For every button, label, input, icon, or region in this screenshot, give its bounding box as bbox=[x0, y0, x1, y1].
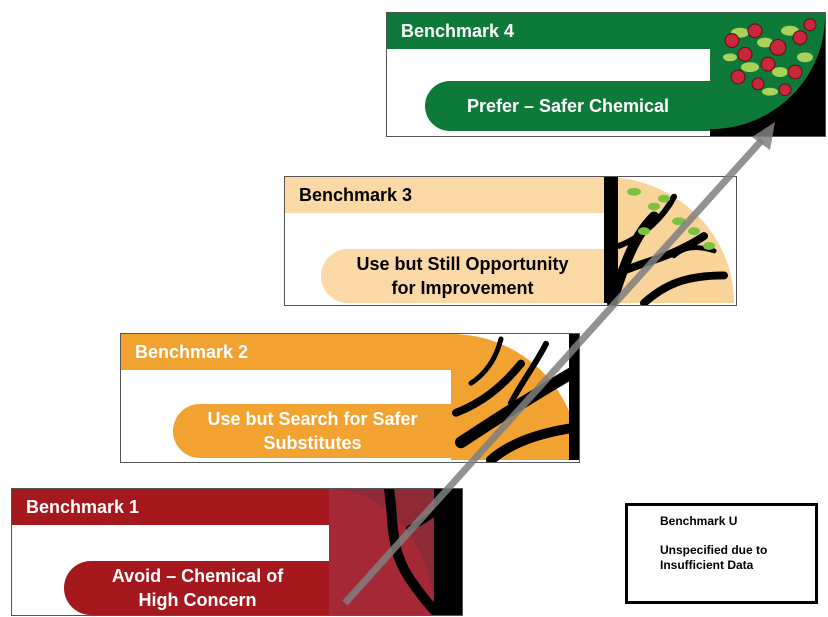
benchmark-2-pill-line1: Use but Search for Safer bbox=[207, 409, 418, 429]
benchmark-2-pill: Use but Search for Safer Substitutes bbox=[173, 404, 452, 458]
benchmark-4-tree-icon bbox=[710, 13, 825, 136]
benchmark-1-tree-icon bbox=[329, 489, 462, 615]
benchmark-2-tree-icon bbox=[451, 334, 579, 462]
benchmark-3-header: Benchmark 3 bbox=[285, 177, 604, 213]
benchmark-1-card: Benchmark 1 Avoid – Chemical of High Con… bbox=[11, 488, 463, 616]
benchmark-4-pill: Prefer – Safer Chemical bbox=[425, 81, 711, 131]
benchmark-u-legend: Benchmark U Unspecified due to Insuffici… bbox=[625, 503, 818, 604]
benchmark-3-tree-icon bbox=[604, 177, 736, 305]
benchmark-3-card: Benchmark 3 Use but Still Opportunity fo… bbox=[284, 176, 737, 306]
benchmark-2-card: Benchmark 2 Use but Search for Safer Sub… bbox=[120, 333, 580, 463]
benchmark-4-pill-text: Prefer – Safer Chemical bbox=[466, 96, 670, 116]
legend-line2: Insufficient Data bbox=[660, 558, 754, 572]
legend-line1: Unspecified due to bbox=[660, 543, 768, 557]
legend-title: Benchmark U bbox=[660, 514, 738, 528]
benchmark-1-header: Benchmark 1 bbox=[12, 489, 331, 525]
benchmark-4-card: Benchmark 4 Prefer – Safer Chemical bbox=[386, 12, 826, 137]
benchmark-1-pill-line2: High Concern bbox=[138, 590, 257, 610]
benchmark-1-pill-line1: Avoid – Chemical of bbox=[111, 566, 284, 586]
benchmark-3-pill-line1: Use but Still Opportunity bbox=[356, 254, 569, 274]
benchmark-4-header: Benchmark 4 bbox=[387, 13, 711, 49]
benchmark-3-pill-line2: for Improvement bbox=[391, 278, 534, 298]
benchmark-2-header: Benchmark 2 bbox=[121, 334, 452, 370]
benchmark-3-pill: Use but Still Opportunity for Improvemen… bbox=[321, 249, 604, 303]
benchmark-2-pill-line2: Substitutes bbox=[263, 433, 362, 453]
benchmark-1-pill: Avoid – Chemical of High Concern bbox=[64, 561, 331, 615]
